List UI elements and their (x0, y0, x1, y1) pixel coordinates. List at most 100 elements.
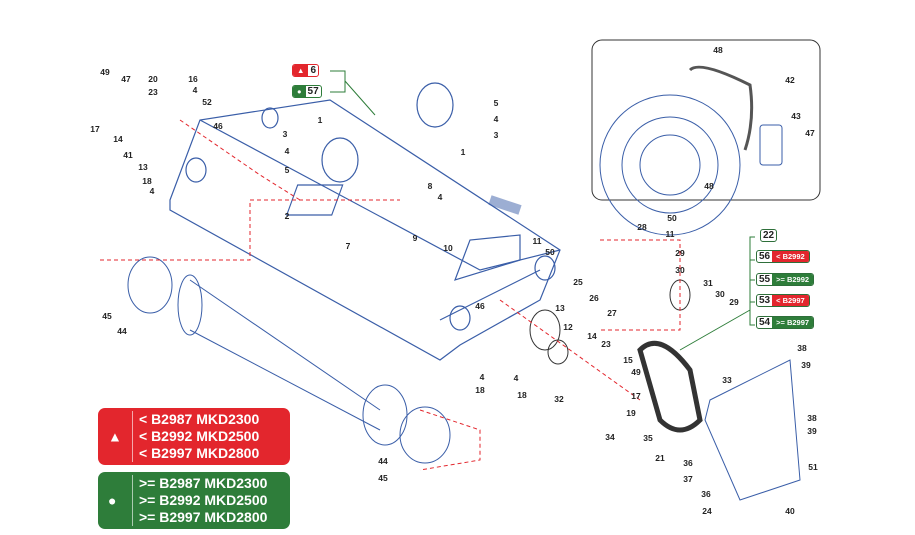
ref-number: 53 (759, 295, 771, 306)
part-callout: 5 (493, 98, 499, 108)
legend-row: >= B2992 MKD2500 (139, 492, 268, 508)
part-callout: 41 (123, 150, 133, 160)
legend-row: < B2987 MKD2300 (139, 411, 260, 427)
part-callout: 31 (703, 278, 713, 288)
legend-row: < B2997 MKD2800 (139, 445, 260, 461)
belt-variant-tag: 55>= B2992 (756, 273, 815, 286)
part-callout: 12 (563, 322, 573, 332)
ref-number: 56 (759, 251, 771, 262)
detail-inset (591, 39, 821, 201)
part-callout: 4 (284, 146, 290, 156)
part-callout: 33 (722, 375, 732, 385)
ref-number: 57 (307, 86, 319, 97)
part-callout: 27 (607, 308, 617, 318)
part-callout: 34 (605, 432, 615, 442)
part-callout: 14 (587, 331, 597, 341)
part-callout: 20 (148, 74, 158, 84)
part-callout: 25 (573, 277, 583, 287)
part-callout: 46 (475, 301, 485, 311)
part-callout: 35 (643, 433, 653, 443)
part-callout: 1 (317, 115, 323, 125)
triangle-icon: ▲ (293, 65, 309, 76)
part-callout: 32 (554, 394, 564, 404)
part-callout: 39 (807, 426, 817, 436)
part-callout: 30 (715, 289, 725, 299)
version-tag-red: ▲ 6 (292, 64, 319, 77)
part-callout: 44 (117, 326, 127, 336)
belt-group-ref: 22 (760, 229, 778, 242)
part-callout: 39 (801, 360, 811, 370)
part-callout: 47 (121, 74, 131, 84)
ref-number: 6 (310, 65, 316, 76)
belt-variant-tag: 54>= B2997 (756, 316, 815, 329)
ref-number: 55 (759, 274, 771, 285)
part-callout: 5 (284, 165, 290, 175)
detail-flange (599, 65, 783, 236)
circle-icon: ● (293, 86, 306, 97)
circle-icon: ● (108, 492, 117, 508)
part-callout: 7 (345, 241, 351, 251)
variant-condition: < B2992 (772, 251, 809, 262)
part-callout: 13 (555, 303, 565, 313)
part-callout: 49 (631, 367, 641, 377)
part-callout: 18 (517, 390, 527, 400)
part-callout: 40 (785, 506, 795, 516)
part-callout: 43 (791, 111, 801, 121)
part-callout: 18 (475, 385, 485, 395)
variant-condition: >= B2992 (772, 274, 814, 285)
part-callout: 4 (149, 186, 155, 196)
part-callout: 23 (148, 87, 158, 97)
part-callout: 38 (797, 343, 807, 353)
variant-condition: < B2997 (772, 295, 809, 306)
part-callout: 14 (113, 134, 123, 144)
part-callout: 36 (701, 489, 711, 499)
legend-green: ● >= B2987 MKD2300 >= B2992 MKD2500 >= B… (98, 472, 290, 529)
part-callout: 4 (513, 373, 519, 383)
part-callout: 4 (493, 114, 499, 124)
part-callout: 29 (675, 248, 685, 258)
part-callout: 13 (138, 162, 148, 172)
variant-condition: >= B2997 (772, 317, 814, 328)
part-callout: 11 (665, 229, 675, 239)
part-callout: 15 (623, 355, 633, 365)
part-callout: 4 (437, 192, 443, 202)
part-callout: 45 (378, 473, 388, 483)
part-callout: 36 (683, 458, 693, 468)
part-callout: 49 (100, 67, 110, 77)
legend-red: ▲ < B2987 MKD2300 < B2992 MKD2500 < B299… (98, 408, 290, 465)
part-callout: 29 (729, 297, 739, 307)
triangle-icon: ▲ (108, 428, 122, 444)
part-callout: 23 (601, 339, 611, 349)
part-callout: 50 (667, 213, 677, 223)
part-callout: 37 (683, 474, 693, 484)
part-callout: 3 (282, 129, 288, 139)
part-callout: 10 (443, 243, 453, 253)
part-callout: 47 (805, 128, 815, 138)
part-callout: 8 (427, 181, 433, 191)
part-callout: 46 (213, 121, 223, 131)
main-frame (169, 82, 561, 361)
part-callout: 9 (412, 233, 418, 243)
part-callout: 48 (704, 181, 714, 191)
part-callout: 1 (460, 147, 466, 157)
part-callout: 24 (702, 506, 712, 516)
part-callout: 48 (713, 45, 723, 55)
legend-row: >= B2987 MKD2300 (139, 475, 268, 491)
part-callout: 21 (655, 453, 665, 463)
part-callout: 51 (808, 462, 818, 472)
legend-row: >= B2997 MKD2800 (139, 509, 268, 525)
part-callout: 38 (807, 413, 817, 423)
part-callout: 19 (626, 408, 636, 418)
part-callout: 16 (188, 74, 198, 84)
part-callout: 18 (142, 176, 152, 186)
legend-row: < B2992 MKD2500 (139, 428, 260, 444)
part-callout: 11 (532, 236, 542, 246)
part-callout: 26 (589, 293, 599, 303)
version-tag-green: ● 57 (292, 85, 322, 98)
belt-drive (529, 279, 801, 501)
part-callout: 52 (202, 97, 212, 107)
assembly-guides (100, 119, 681, 471)
part-callout: 30 (675, 265, 685, 275)
